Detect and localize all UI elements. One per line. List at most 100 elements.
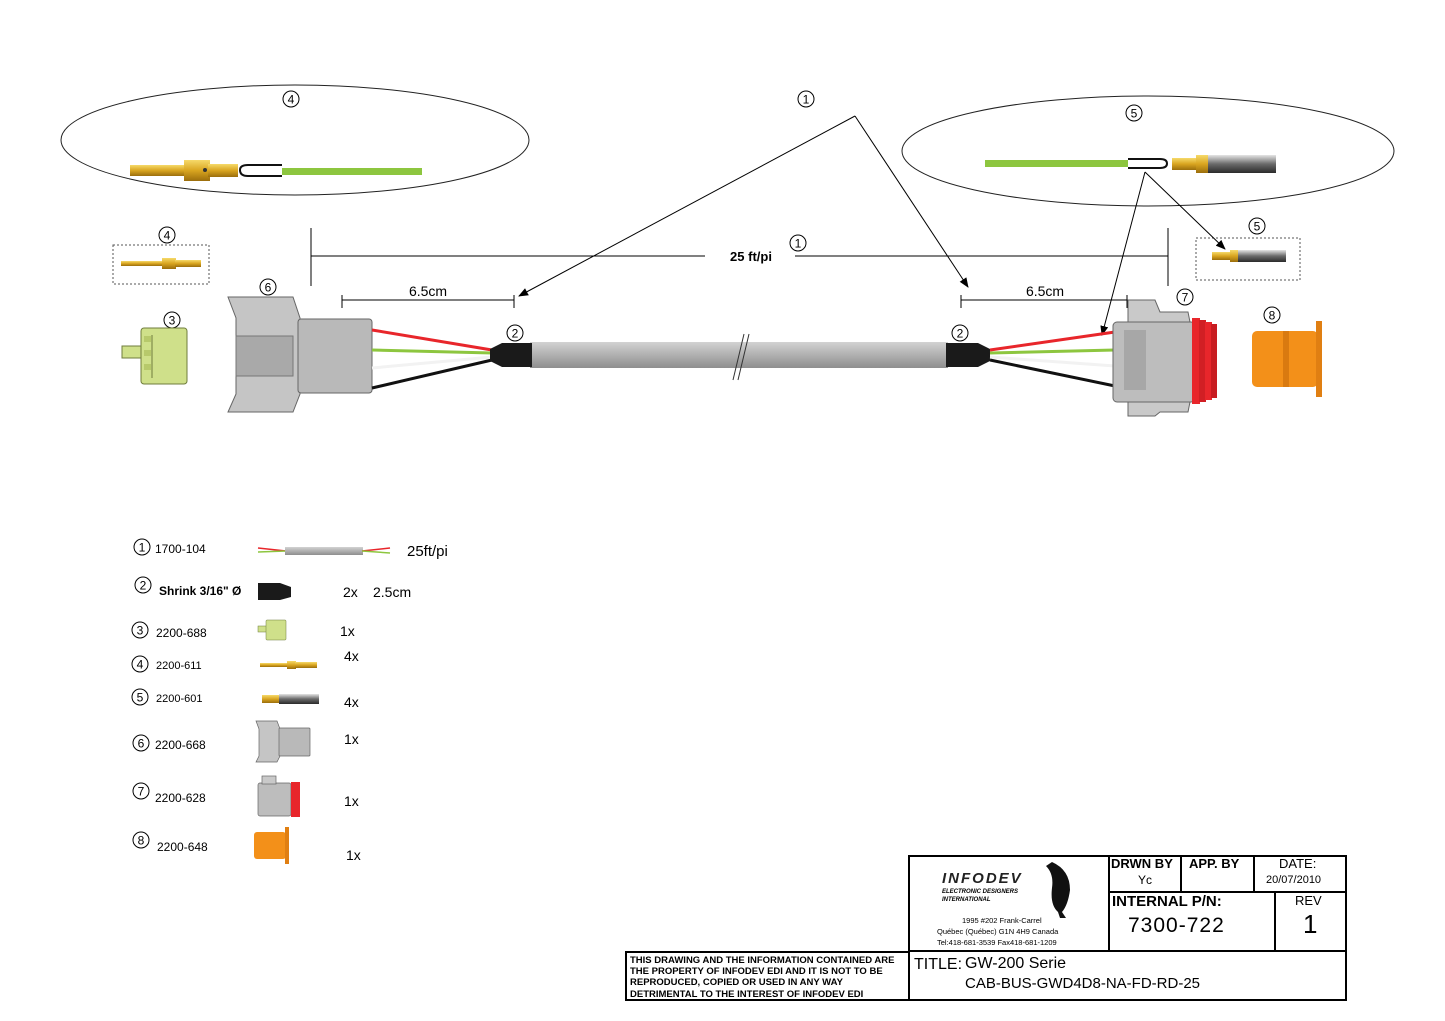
main-cable [530, 333, 948, 381]
svg-text:4x: 4x [344, 648, 359, 664]
receptacle-connector [227, 296, 373, 413]
callout-5-top: 5 [1125, 104, 1143, 122]
bom-wedge-lock-green-icon [257, 619, 287, 641]
callout-2-left: 2 [506, 324, 524, 342]
svg-text:2: 2 [140, 579, 147, 593]
bom-row-3: 3 2200-688 1x [131, 619, 355, 641]
svg-text:2.5cm: 2.5cm [373, 584, 411, 600]
svg-text:2200-688: 2200-688 [156, 626, 207, 640]
rev-value: 1 [1303, 909, 1318, 939]
date-label: DATE: [1279, 856, 1317, 871]
internal-pn-value: 7300-722 [1128, 914, 1225, 937]
svg-text:5: 5 [1254, 220, 1261, 234]
svg-text:6: 6 [265, 281, 272, 295]
dim-right-label: 6.5cm [1026, 283, 1064, 299]
leader-5-small [1144, 171, 1226, 250]
svg-text:2x: 2x [343, 584, 358, 600]
bom-row-6: 6 2200-668 1x [132, 720, 359, 763]
svg-text:1: 1 [803, 93, 810, 107]
svg-text:8: 8 [138, 834, 145, 848]
bom-wedge-lock-orange-icon [254, 827, 289, 864]
bom-shrink-icon [258, 583, 291, 600]
svg-text:1x: 1x [346, 847, 361, 863]
svg-text:2200-648: 2200-648 [157, 840, 208, 854]
bom-socket-icon [262, 694, 319, 704]
svg-text:2: 2 [512, 327, 519, 341]
svg-text:1: 1 [139, 541, 146, 555]
pin-detail-image [130, 160, 422, 181]
svg-text:4: 4 [137, 658, 144, 672]
svg-text:1x: 1x [344, 793, 359, 809]
company-address-1: 1995 #202 Frank-Carrel [962, 916, 1042, 925]
shrink-sleeve-left [490, 343, 532, 367]
svg-text:3: 3 [169, 314, 176, 328]
svg-text:4: 4 [164, 229, 171, 243]
bom-row-2: 2 Shrink 3/16" Ø 2x 2.5cm [134, 576, 411, 600]
pin-small-box [112, 244, 210, 285]
callout-5-small: 5 [1248, 217, 1266, 235]
svg-text:3: 3 [137, 624, 144, 638]
shrink-sleeve-right [946, 343, 990, 367]
callout-1-length: 1 [789, 234, 807, 252]
bom-cable-icon [257, 547, 391, 555]
svg-text:2200-601: 2200-601 [156, 693, 203, 705]
company-subtitle-1: ELECTRONIC DESIGNERS [942, 889, 1019, 895]
svg-text:Shrink 3/16" Ø: Shrink 3/16" Ø [159, 584, 241, 598]
svg-text:5: 5 [1131, 107, 1138, 121]
leader-1-left [518, 115, 856, 297]
dim-left-label: 6.5cm [409, 283, 447, 299]
wedge-lock-green [121, 327, 188, 385]
socket-small-image [1212, 250, 1286, 262]
plug-connector [1112, 299, 1217, 417]
drawing-title: GW-200 Serie [965, 955, 1067, 972]
pin-detail-ellipse [60, 84, 530, 196]
socket-detail-image [985, 155, 1276, 173]
drawn-by-label: DRWN BY [1111, 856, 1173, 871]
wires-left [371, 328, 493, 390]
leader-1-right [854, 115, 969, 288]
bom-row-5: 5 2200-601 4x [131, 688, 359, 710]
svg-text:1x: 1x [340, 623, 355, 639]
svg-text:1: 1 [795, 237, 802, 251]
svg-text:2200-668: 2200-668 [155, 738, 206, 752]
leader-5-plug [1100, 171, 1146, 336]
svg-text:4x: 4x [344, 694, 359, 710]
bom-row-7: 7 2200-628 1x [132, 775, 359, 817]
bom-row-8: 8 2200-648 1x [132, 827, 361, 864]
drawing-subtitle: CAB-BUS-GWD4D8-NA-FD-RD-25 [965, 975, 1201, 992]
callout-1-top: 1 [797, 90, 815, 108]
title-label: TITLE: [914, 956, 963, 973]
wedge-lock-orange [1252, 321, 1322, 397]
approved-by-label: APP. BY [1189, 856, 1240, 871]
drawn-by-value: Yc [1138, 873, 1153, 887]
rev-label: REV [1295, 893, 1322, 908]
internal-pn-label: INTERNAL P/N: [1112, 893, 1222, 910]
svg-text:1x: 1x [344, 731, 359, 747]
date-value: 20/07/2010 [1266, 874, 1322, 886]
company-address-2: Québec (Québec) G1N 4H9 Canada [937, 927, 1059, 936]
callout-4-top: 4 [282, 90, 300, 108]
callout-2-right: 2 [951, 324, 969, 342]
bom-receptacle-icon [255, 720, 311, 763]
callout-8: 8 [1263, 306, 1281, 324]
svg-text:7: 7 [1182, 291, 1189, 305]
svg-text:7: 7 [138, 785, 145, 799]
wires-right [989, 330, 1116, 388]
socket-detail-ellipse [901, 95, 1395, 207]
bom-plug-icon [257, 775, 300, 817]
svg-text:2200-611: 2200-611 [156, 660, 202, 672]
bom-row-1: 1 1700-104 25ft/pi [133, 538, 448, 560]
svg-text:2: 2 [957, 327, 964, 341]
svg-text:5: 5 [137, 691, 144, 705]
svg-text:2200-628: 2200-628 [155, 791, 206, 805]
svg-text:25ft/pi: 25ft/pi [407, 543, 448, 560]
callout-7: 7 [1176, 288, 1194, 306]
dim-total-label: 25 ft/pi [730, 249, 772, 264]
disclaimer-text: THIS DRAWING AND THE INFORMATION CONTAIN… [625, 951, 910, 1001]
socket-small-box [1195, 237, 1301, 281]
svg-text:1700-104: 1700-104 [155, 542, 206, 556]
company-subtitle-2: INTERNATIONAL [942, 897, 991, 903]
bom-row-4: 4 2200-611 4x [131, 648, 359, 673]
company-name: INFODEV [942, 870, 1023, 887]
